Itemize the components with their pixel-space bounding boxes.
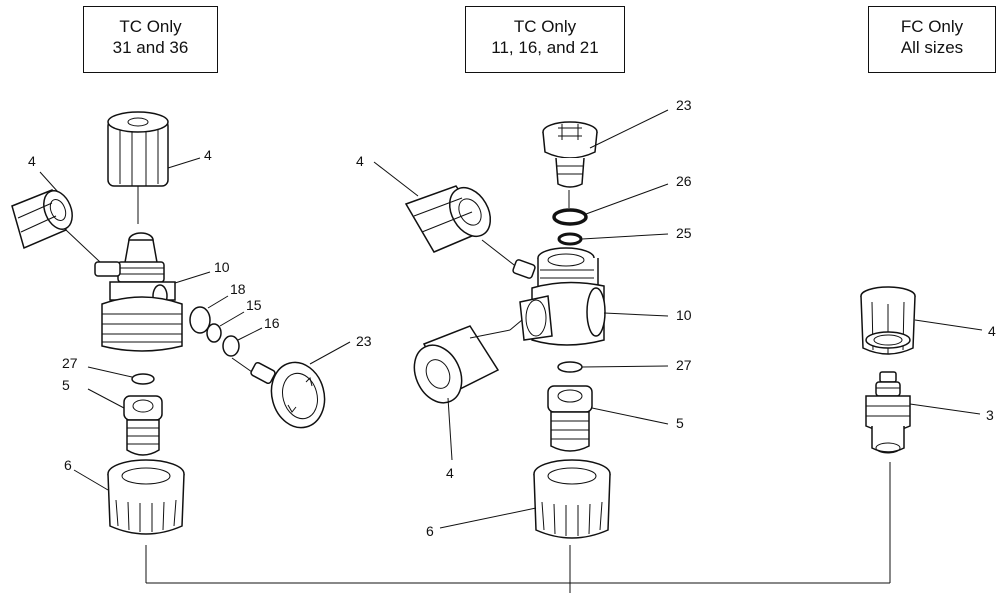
callout-middle-body: 10	[676, 307, 692, 323]
orings-left	[189, 306, 240, 357]
leaders-middle	[373, 109, 669, 529]
knob-left	[231, 357, 326, 429]
box-fc-all-sizes: FC Only All sizes	[868, 6, 996, 73]
box-line2: 11, 16, and 21	[491, 38, 599, 57]
box-line1: TC Only	[513, 17, 577, 36]
oring-26-middle	[552, 208, 588, 226]
oring-27-left	[131, 373, 155, 385]
adapter-left	[123, 395, 163, 456]
assembly-left: 4 4 10 18 15 16 23 27 5 6	[11, 111, 372, 535]
oring-25-middle	[557, 232, 583, 246]
callout-left-oring-15: 15	[246, 297, 262, 313]
knob-middle	[542, 121, 598, 208]
callout-middle-nut-left: 4	[356, 153, 364, 169]
nut-top-left	[107, 111, 169, 224]
nut-left-middle	[404, 185, 519, 269]
callout-right-adapter: 3	[986, 407, 994, 423]
callout-middle-coupling: 6	[426, 523, 434, 539]
callout-left-oring-18: 18	[230, 281, 246, 297]
callout-left-body: 10	[214, 259, 230, 275]
nut-right	[860, 286, 916, 355]
callout-middle-nut-bottom: 4	[446, 465, 454, 481]
callout-left-adapter: 5	[62, 377, 70, 393]
callout-left-nut-left: 4	[28, 153, 36, 169]
callout-left-nut-top: 4	[204, 147, 212, 163]
coupling-middle	[533, 459, 611, 539]
adapter-middle	[547, 385, 593, 452]
callout-middle-adapter: 5	[676, 415, 684, 431]
callout-left-knob: 23	[356, 333, 372, 349]
box-line1: FC Only	[900, 17, 964, 36]
box-tc-11-16-21: TC Only 11, 16, and 21	[465, 6, 625, 73]
callout-left-oring-16: 16	[264, 315, 280, 331]
box-line2: 31 and 36	[112, 38, 189, 57]
body-middle	[509, 247, 606, 346]
coupling-left	[107, 459, 185, 535]
callout-middle-knob: 23	[676, 97, 692, 113]
leaders-left	[39, 157, 351, 491]
assembly-middle: 4 23 26 25 10 4 27 5 6	[356, 97, 692, 539]
callout-right-nut: 4	[988, 323, 996, 339]
adapter-right	[865, 371, 911, 454]
assembly-right: 4 3	[860, 286, 996, 454]
connector-lines	[145, 462, 891, 593]
callout-middle-oring-26: 26	[676, 173, 692, 189]
box-line2: All sizes	[900, 38, 964, 57]
leaders-right	[909, 319, 983, 415]
body-left	[94, 232, 183, 352]
callout-middle-oring-25: 25	[676, 225, 692, 241]
nut-bottom-middle	[413, 325, 511, 404]
box-line1: TC Only	[119, 17, 182, 36]
callout-middle-oring-27: 27	[676, 357, 692, 373]
box-tc-31-36: TC Only 31 and 36	[83, 6, 218, 73]
callout-left-coupling: 6	[64, 457, 72, 473]
callout-left-oring-27: 27	[62, 355, 78, 371]
oring-27-middle	[557, 361, 583, 373]
nut-left-left	[11, 189, 101, 263]
